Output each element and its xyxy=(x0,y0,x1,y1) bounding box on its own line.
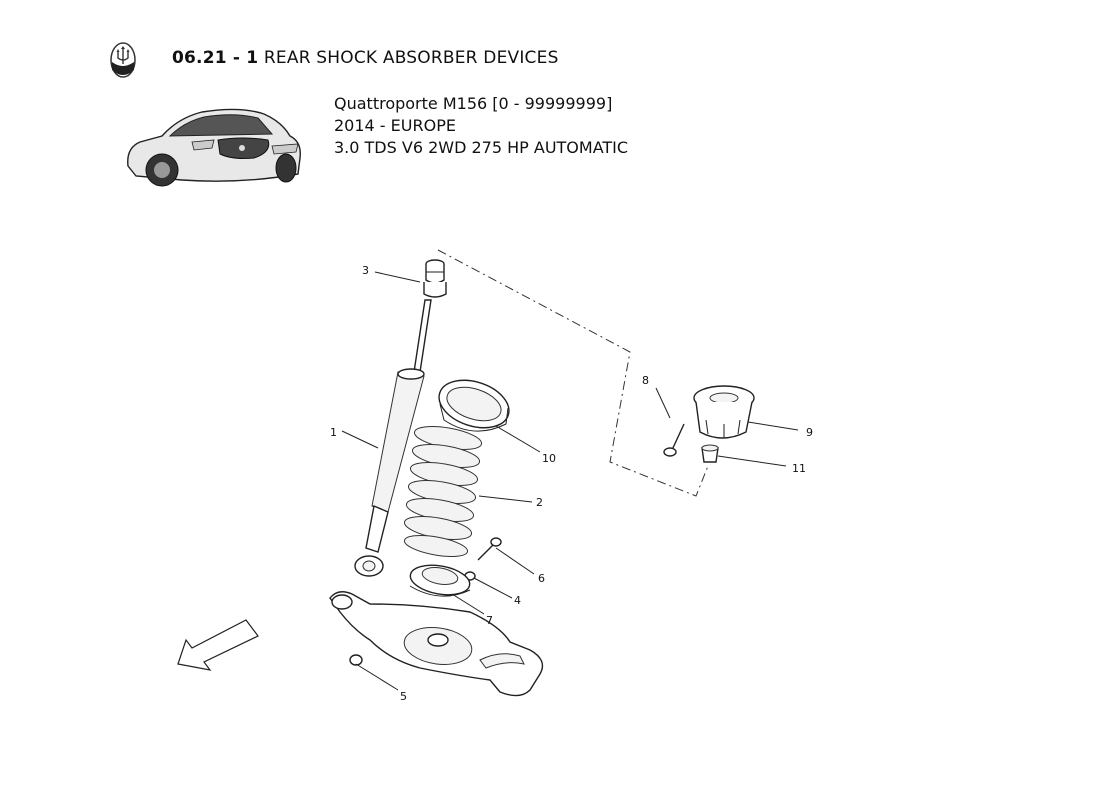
vehicle-engine: 3.0 TDS V6 2WD 275 HP AUTOMATIC xyxy=(334,138,629,157)
leader-line-3 xyxy=(374,271,421,283)
section-code: 06.21 - 1 xyxy=(172,48,259,68)
leader-line-8 xyxy=(655,387,671,419)
vehicle-model: Quattroporte M156 [0 - 99999999] xyxy=(334,94,613,113)
leader-line-11 xyxy=(717,455,787,467)
leader-line-5 xyxy=(355,663,399,691)
bolt-part xyxy=(477,537,502,561)
leader-line-1 xyxy=(341,430,379,449)
callout-4: 4 xyxy=(514,594,521,607)
assembly-guide-line xyxy=(437,249,709,497)
vehicle-year-market: 2014 - EUROPE xyxy=(334,116,456,135)
shock-absorber-part xyxy=(354,299,432,577)
callout-3: 3 xyxy=(362,264,369,277)
callout-10: 10 xyxy=(542,452,556,465)
leader-line-2 xyxy=(478,495,533,503)
coil-spring-part xyxy=(403,426,483,557)
section-title: REAR SHOCK ABSORBER DEVICES xyxy=(263,48,559,68)
leader-line-6 xyxy=(495,547,535,575)
callout-6: 6 xyxy=(538,572,545,585)
upper-mount-part xyxy=(693,385,755,439)
leader-line-10 xyxy=(495,425,541,453)
leader-line-7 xyxy=(451,593,485,615)
leader-line-9 xyxy=(747,421,799,431)
spring-isolator-part xyxy=(438,379,510,432)
callout-2: 2 xyxy=(536,496,543,509)
brand-logo-icon xyxy=(110,42,136,78)
callout-11: 11 xyxy=(792,462,806,475)
callout-1: 1 xyxy=(330,426,337,439)
callout-9: 9 xyxy=(806,426,813,439)
lower-nut-part xyxy=(349,654,363,666)
vehicle-image xyxy=(127,108,301,187)
callout-7: 7 xyxy=(486,614,493,627)
mount-bolt-part xyxy=(663,423,685,457)
vehicle-direction-arrow-icon xyxy=(177,619,259,671)
mount-nut-part xyxy=(701,444,719,463)
bump-stop-part xyxy=(423,259,447,298)
page-title: 06.21 - 1 REAR SHOCK ABSORBER DEVICES xyxy=(172,48,559,68)
leader-line-4 xyxy=(473,577,513,599)
callout-8: 8 xyxy=(642,374,649,387)
lower-control-arm-part xyxy=(329,591,544,697)
vehicle-info: Quattroporte M156 [0 - 99999999] 2014 - … xyxy=(334,93,628,159)
callout-5: 5 xyxy=(400,690,407,703)
spring-seat-part xyxy=(409,564,471,597)
